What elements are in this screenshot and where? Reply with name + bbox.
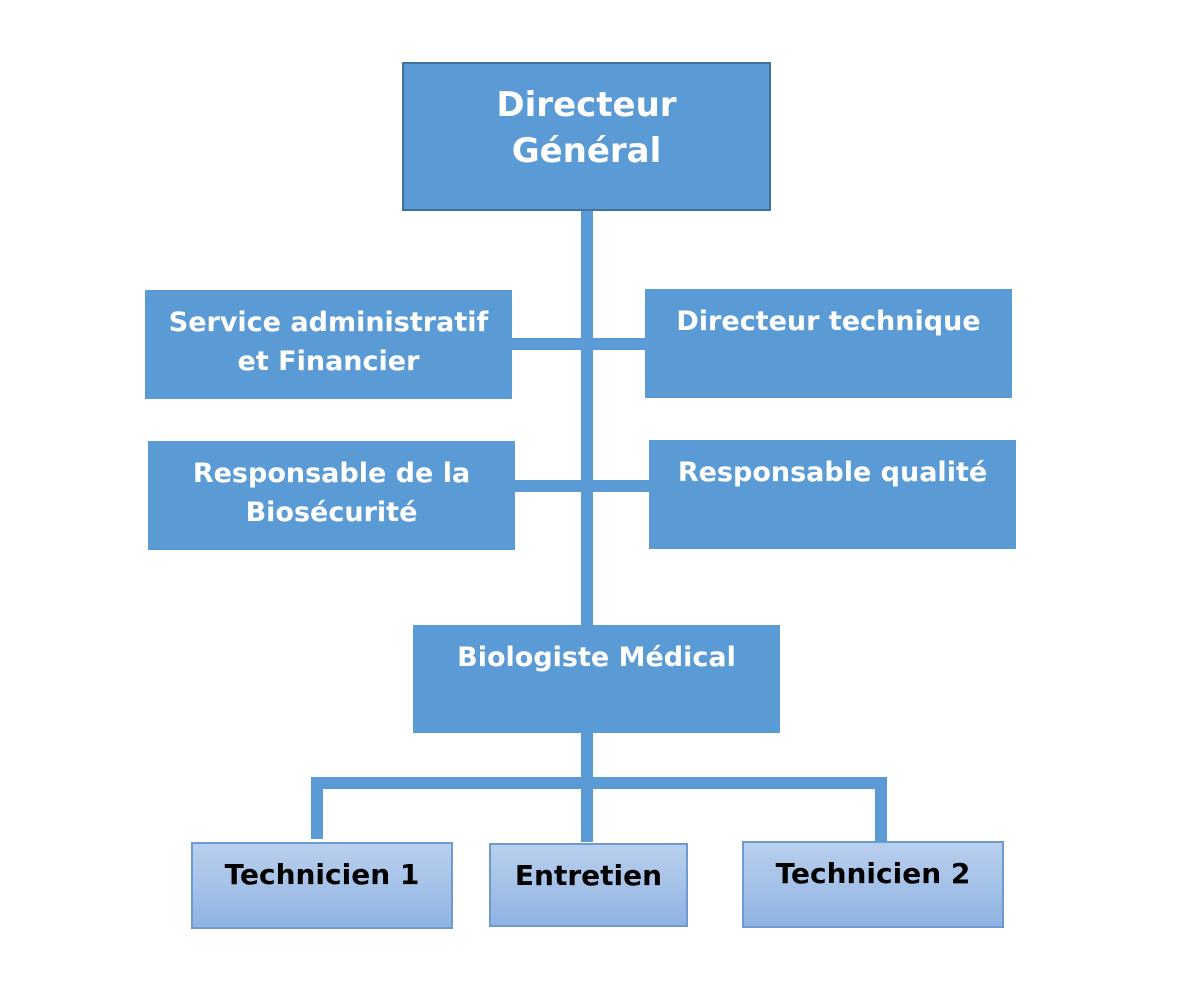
director-general-box: Directeur Général: [402, 62, 771, 211]
connector-technicien-1: [311, 777, 323, 839]
directeur-technique-box: Directeur technique: [645, 289, 1012, 398]
technicien-2-label: Technicien 2: [775, 857, 971, 890]
director-general-label: Directeur Général: [496, 85, 677, 171]
technicien-1-label: Technicien 1: [224, 858, 420, 891]
directeur-technique-label: Directeur technique: [676, 306, 981, 337]
entretien-box: Entretien: [489, 843, 688, 927]
biologiste-medical-label: Biologiste Médical: [457, 642, 736, 673]
leaf-horizontal-connector: [311, 777, 887, 789]
responsable-qualite-label: Responsable qualité: [677, 457, 988, 488]
responsable-biosecurite-box: Responsable de la Biosécurité: [148, 441, 515, 550]
biologiste-medical-box: Biologiste Médical: [413, 625, 780, 733]
entretien-label: Entretien: [514, 859, 663, 892]
connector-admin-technique: [511, 338, 646, 350]
connector-biosecurite-qualite: [514, 480, 650, 492]
service-admin-finance-label: Service administratif et Financier: [168, 307, 489, 377]
technicien-1-box: Technicien 1: [191, 842, 453, 929]
responsable-biosecurite-label: Responsable de la Biosécurité: [192, 458, 471, 528]
responsable-qualite-box: Responsable qualité: [649, 440, 1016, 549]
main-vertical-connector: [581, 210, 593, 626]
service-admin-finance-box: Service administratif et Financier: [145, 290, 512, 399]
technicien-2-box: Technicien 2: [742, 841, 1004, 928]
connector-technicien-2: [875, 777, 887, 842]
